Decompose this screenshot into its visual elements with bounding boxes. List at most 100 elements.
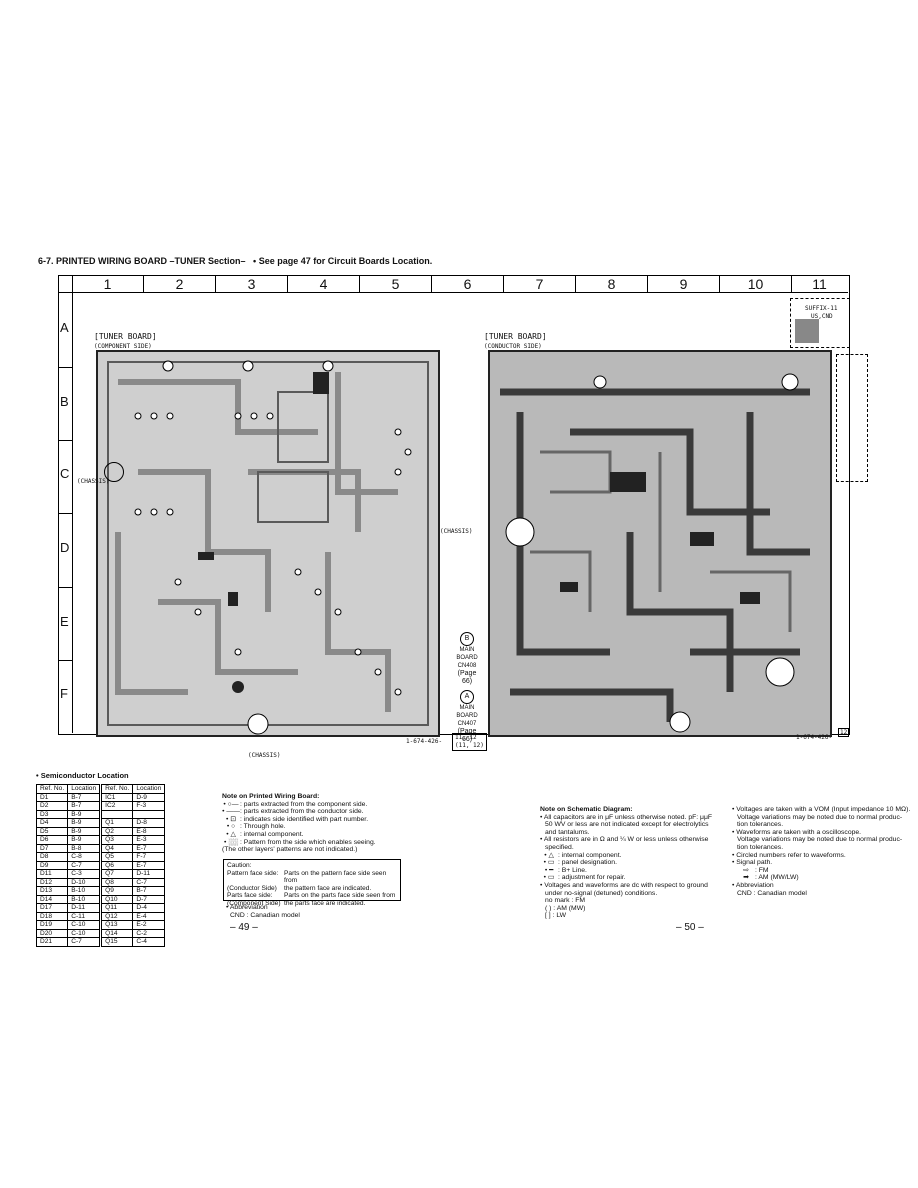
caution-box: Caution: Pattern face side:Parts on the … (223, 859, 401, 907)
table-cell: D21 (35, 937, 69, 947)
table-cell: C-2 (132, 928, 166, 938)
table-cell: D18 (35, 911, 69, 921)
component-board-ref: 1-674-426- (406, 738, 443, 745)
table-cell: B-10 (67, 894, 103, 904)
table-cell: B-9 (67, 818, 103, 828)
table-cell: E-7 (132, 860, 166, 870)
caution-title: Caution: (227, 862, 252, 869)
table-cell: D3 (35, 809, 69, 819)
table-cell: IC1 (100, 792, 134, 802)
chassis-ground-left (104, 462, 124, 482)
schematic-notes-right: • Voltages are taken with a VOM (Input i… (732, 806, 911, 897)
row-f: F (60, 686, 68, 701)
pwb-note-item: • ○: Through hole. (226, 823, 286, 831)
table-cell: D4 (35, 818, 69, 828)
table-cell: B-9 (67, 826, 103, 836)
table-cell: Q2 (100, 826, 134, 836)
table-cell: D14 (35, 894, 69, 904)
table-cell: Q8 (100, 877, 134, 887)
table-cell: E-2 (132, 920, 166, 930)
table-cell: Q14 (100, 928, 134, 938)
table-cell: D-4 (132, 903, 166, 913)
table-cell: D6 (35, 835, 69, 845)
table-cell: Q12 (100, 911, 134, 921)
col-6: 6 (432, 276, 504, 292)
link-a-page: (Page 66) (457, 728, 477, 743)
suffix-inset: SUFFIX-11 US,CND (790, 298, 850, 348)
table-cell: Q9 (100, 886, 134, 896)
chassis-label-left: (CHASSIS) (77, 478, 110, 485)
page-number-left: – 49 – (230, 922, 258, 933)
table-cell: C-10 (67, 928, 103, 938)
component-board-pattern (107, 360, 429, 735)
col-11: 11 (812, 276, 827, 292)
row-c: C (60, 466, 70, 481)
side-inset (836, 354, 868, 482)
table-cell: D13 (35, 886, 69, 896)
schematic-notes: Note on Schematic Diagram: • All capacit… (540, 806, 713, 920)
table-cell: D12 (35, 877, 69, 887)
table-cell: C-3 (67, 869, 103, 879)
conductor-board-pattern (500, 373, 810, 733)
row-a: A (60, 320, 69, 335)
col-header: Location (132, 784, 166, 794)
table-cell: B-7 (132, 886, 166, 896)
table-cell: E-3 (132, 835, 166, 845)
table-cell (132, 809, 166, 819)
table-cell: D-7 (132, 894, 166, 904)
col-4: 4 (288, 276, 360, 292)
pwb-notes: Note on Printed Wiring Board: • ○—: part… (222, 793, 412, 854)
table-cell: Q4 (100, 843, 134, 853)
conductor-board-title: [TUNER BOARD] (CONDUCTOR SIDE) (484, 332, 547, 350)
pwb-note-item: • ○—: parts extracted from the component… (223, 800, 368, 808)
pwb-note-item: • ——: parts extracted from the conductor… (222, 808, 364, 816)
table-cell: D9 (35, 860, 69, 870)
table-cell: C-7 (67, 937, 103, 947)
col-7: 7 (504, 276, 576, 292)
table-cell: Q3 (100, 835, 134, 845)
link-b-text: MAIN BOARD CN408 (456, 647, 478, 669)
table-cell: C-4 (132, 937, 166, 947)
col-5: 5 (360, 276, 432, 292)
table-cell: D5 (35, 826, 69, 836)
col-2: 2 (144, 276, 216, 292)
arrow-outline-icon: ⇨ (743, 866, 749, 874)
section-title: 6-7. PRINTED WIRING BOARD –TUNER Section… (38, 256, 246, 266)
suffix-pattern (795, 319, 819, 343)
row-divider (58, 660, 72, 661)
pwb-note-item: • ⊡: indicates side identified with part… (226, 815, 369, 823)
grid-frame (58, 275, 850, 735)
semiconductor-title: • Semiconductor Location (36, 771, 129, 780)
table-cell: D1 (35, 792, 69, 802)
table-cell: F-7 (132, 852, 166, 862)
table-cell: E-4 (132, 911, 166, 921)
table-cell: D2 (35, 801, 69, 811)
heading-note: • See page 47 for Circuit Boards Locatio… (253, 256, 433, 266)
table-cell: B-7 (67, 801, 103, 811)
row-b: B (60, 394, 69, 409)
col-9: 9 (648, 276, 720, 292)
table-cell: D11 (35, 869, 69, 879)
link-main-board-a: A MAIN BOARD CN407 (Page 66) (452, 690, 482, 744)
table-cell: Q10 (100, 894, 134, 904)
table-cell: Q1 (100, 818, 134, 828)
section-heading: 6-7. PRINTED WIRING BOARD –TUNER Section… (38, 256, 432, 266)
arrow-solid-icon: ➡ (743, 874, 749, 882)
page-number-right: – 50 – (676, 922, 704, 933)
table-cell: C-11 (67, 911, 103, 921)
table-cell: Q15 (100, 937, 134, 947)
table-cell: D-8 (132, 818, 166, 828)
chassis-label-mid: (CHASSIS) (440, 528, 473, 535)
table-cell: B-9 (67, 809, 103, 819)
table-cell: Q6 (100, 860, 134, 870)
table-cell: D17 (35, 903, 69, 913)
